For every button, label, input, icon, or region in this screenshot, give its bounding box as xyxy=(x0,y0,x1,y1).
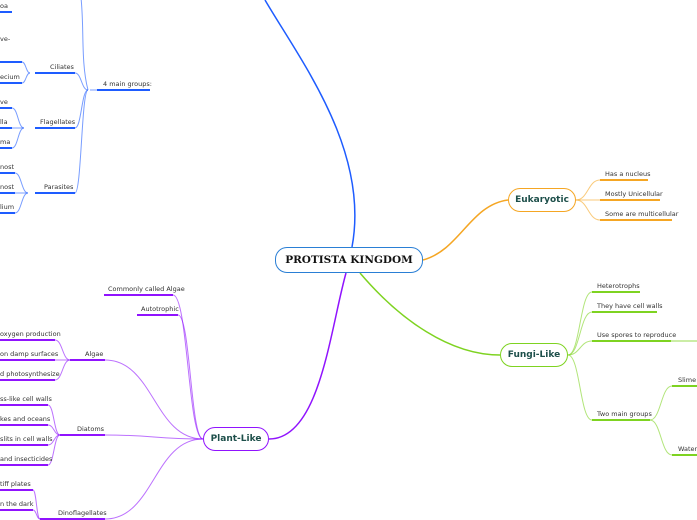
subtopic-label[interactable]: Autotrophic xyxy=(141,305,179,313)
subtopic-label[interactable]: ma xyxy=(0,138,11,146)
connector-line xyxy=(14,172,29,194)
subtopic-label[interactable]: Mostly Unicellular xyxy=(605,190,663,198)
connector-line xyxy=(104,434,204,440)
connector-line xyxy=(74,72,89,91)
subtopic-label[interactable]: Commonly called Algae xyxy=(108,285,185,293)
connector-line xyxy=(47,434,61,466)
subtopic-label[interactable]: ve xyxy=(0,98,8,106)
connector-line xyxy=(21,61,31,74)
connector-line xyxy=(104,359,204,440)
connector-line xyxy=(172,294,204,440)
connector-line xyxy=(567,291,593,356)
connector-line xyxy=(567,340,593,356)
connector-line xyxy=(567,354,593,421)
connector-line xyxy=(80,0,89,91)
subtopic-label[interactable]: Slime M xyxy=(678,376,697,384)
connector-line xyxy=(177,314,204,440)
topic-eukaryotic[interactable]: Eukaryotic xyxy=(508,188,576,212)
connector-line xyxy=(11,127,25,149)
topic-label: Eukaryotic xyxy=(515,195,569,205)
subtopic-label[interactable]: ecium xyxy=(0,73,20,81)
subtopic-label[interactable]: ss-like cell walls xyxy=(0,395,52,403)
subtopic-label[interactable]: on damp surfaces xyxy=(0,350,59,358)
connector-line xyxy=(575,179,601,201)
subtopic-label[interactable]: ve- xyxy=(0,35,11,43)
connector-line xyxy=(47,424,61,436)
subtopic-label[interactable]: Dinoflagellates xyxy=(58,509,107,517)
connector-line xyxy=(359,272,501,356)
subtopic-label[interactable]: Parasites xyxy=(44,183,74,191)
connector-line xyxy=(268,272,347,440)
subtopic-label[interactable]: nost xyxy=(0,163,15,171)
connector-line xyxy=(32,489,41,520)
topic-fungi-like[interactable]: Fungi-Like xyxy=(500,343,568,367)
connector-line xyxy=(54,339,71,361)
subtopic-label[interactable]: and insecticides xyxy=(0,455,53,463)
subtopic-label[interactable]: nost xyxy=(0,183,15,191)
topic-plant-like[interactable]: Plant-Like xyxy=(203,427,269,451)
central-topic[interactable]: PROTISTA KINGDOM xyxy=(275,247,423,273)
connector-line xyxy=(575,199,601,221)
central-topic-label: PROTISTA KINGDOM xyxy=(285,254,413,266)
connector-line xyxy=(14,192,29,214)
subtopic-label[interactable]: They have cell walls xyxy=(597,302,663,310)
connector-line xyxy=(32,509,41,520)
subtopic-label[interactable]: Flagellates xyxy=(40,118,76,126)
subtopic-label[interactable]: lla xyxy=(0,118,8,126)
subtopic-label[interactable]: slits in cell walls xyxy=(0,435,53,443)
subtopic-label[interactable]: Two main groups xyxy=(597,410,652,418)
connector-line xyxy=(649,419,673,456)
subtopic-label[interactable]: Has a nucleus xyxy=(605,170,651,178)
subtopic-label[interactable]: n the dark xyxy=(0,500,34,508)
subtopic-label[interactable]: Heterotrophs xyxy=(597,282,640,290)
connector-line xyxy=(74,89,89,194)
subtopic-label[interactable]: Ciliates xyxy=(50,63,74,71)
connector-line xyxy=(54,359,71,381)
topic-label: Fungi-Like xyxy=(507,350,561,360)
subtopic-label[interactable]: lium xyxy=(0,203,15,211)
subtopic-label[interactable]: kes and oceans xyxy=(0,415,51,423)
subtopic-label[interactable]: d photosynthesize xyxy=(0,370,60,378)
subtopic-label[interactable]: oxygen production xyxy=(0,330,61,338)
subtopic-label[interactable]: Some are multicellular xyxy=(605,210,679,218)
connector-line xyxy=(264,0,356,248)
subtopic-label[interactable]: oa xyxy=(0,2,8,10)
connector-line xyxy=(649,385,673,421)
topic-label: Plant-Like xyxy=(210,434,262,444)
subtopic-label[interactable]: Water xyxy=(678,445,697,453)
connector-line xyxy=(567,311,593,356)
subtopic-label[interactable]: Use spores to reproduce xyxy=(597,331,677,339)
subtopic-label[interactable]: Algae xyxy=(85,350,104,358)
subtopic-label[interactable]: tiff plates xyxy=(0,480,31,488)
connector-line xyxy=(104,438,204,520)
connector-line xyxy=(47,404,61,436)
connector-line xyxy=(11,107,25,129)
subtopic-label[interactable]: 4 main groups: xyxy=(103,80,152,88)
subtopic-label[interactable]: Diatoms xyxy=(77,425,105,433)
connector-line xyxy=(422,199,509,261)
connector-line xyxy=(21,72,31,84)
